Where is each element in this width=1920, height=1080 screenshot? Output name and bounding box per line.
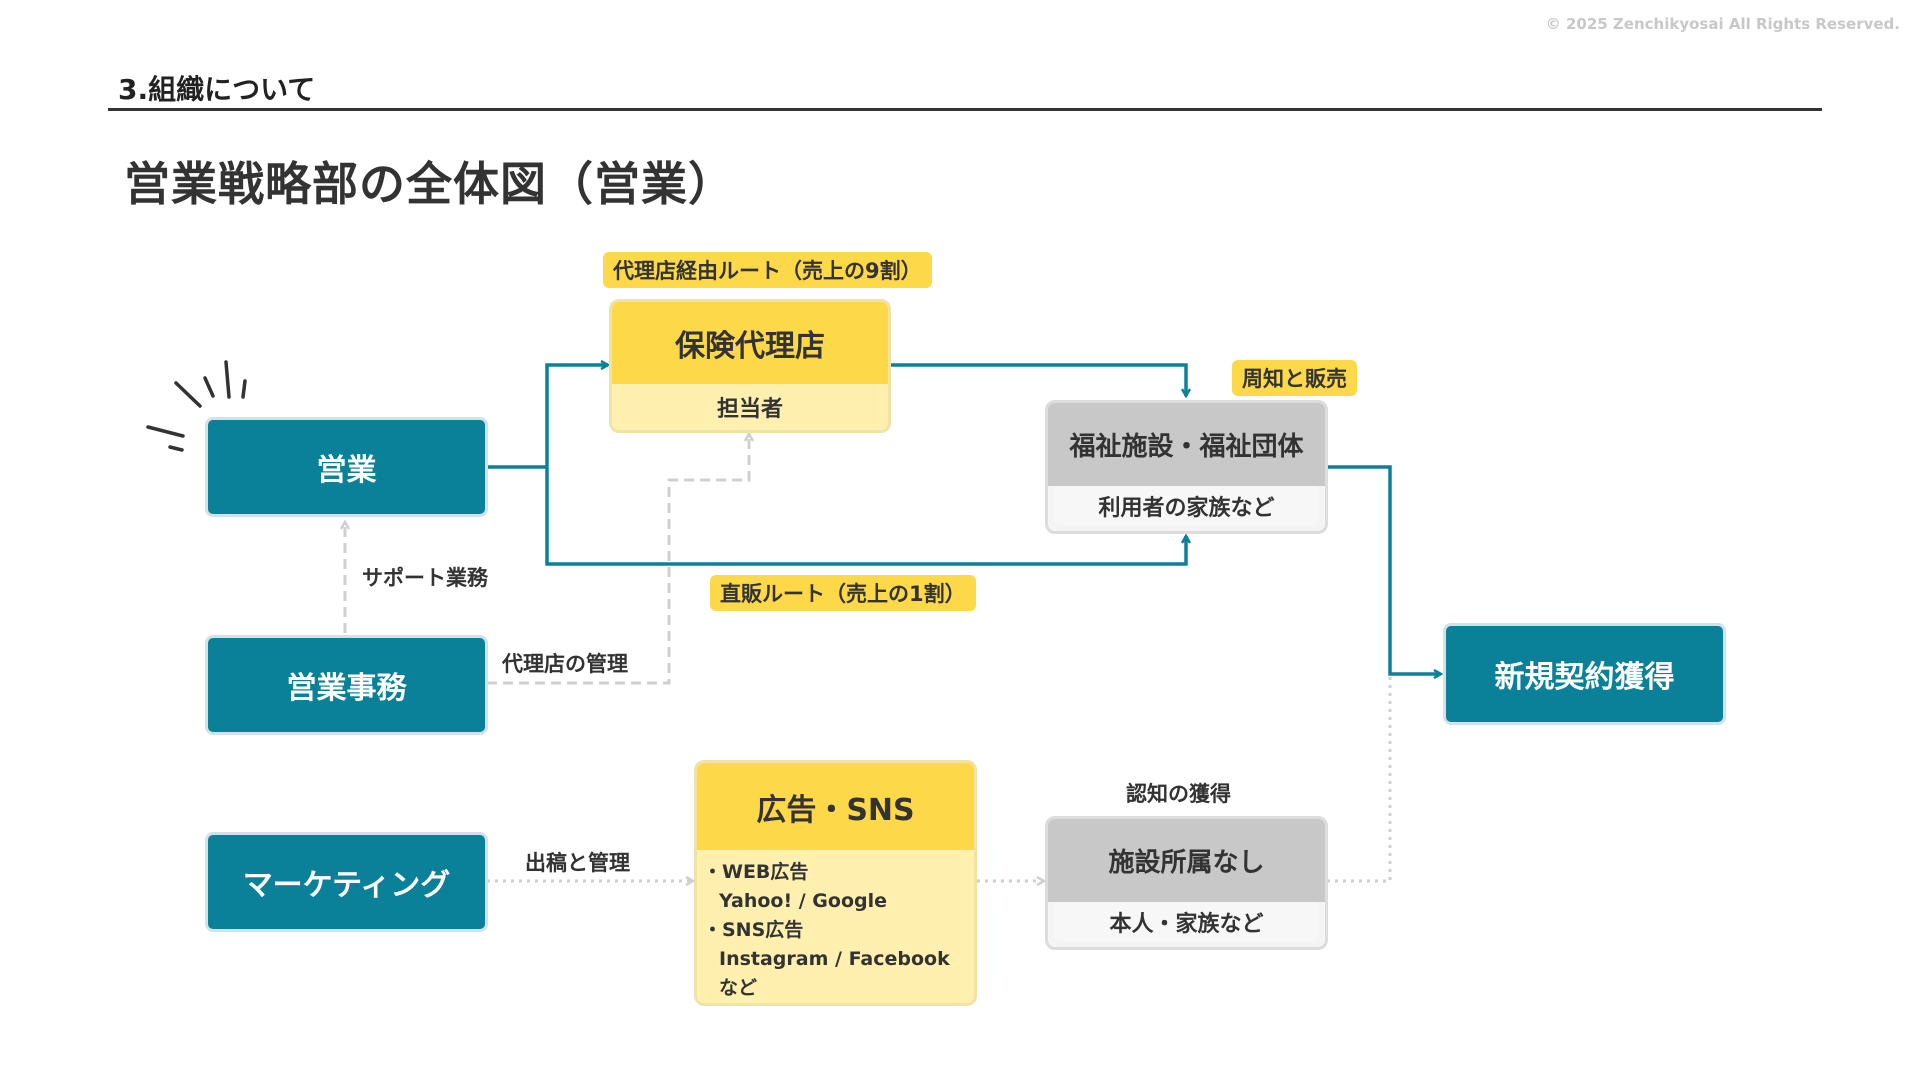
section-title: 3.組織について [118, 73, 316, 106]
node-new-contract: 新規契約獲得 [1443, 623, 1726, 725]
node-eigyo-jimu-label: 営業事務 [286, 671, 407, 706]
label-placement-mgmt: 出稿と管理 [525, 851, 630, 875]
node-welfare-sub: 利用者の家族など [1054, 486, 1319, 525]
label-agency-mgmt: 代理店の管理 [502, 652, 628, 676]
node-ads: 広告・SNS ・WEB広告 Yahoo! / Google ・SNS広告 Ins… [694, 760, 977, 1006]
node-welfare: 福祉施設・福祉団体 利用者の家族など [1045, 400, 1328, 534]
node-no-facility: 施設所属なし 本人・家族など [1045, 816, 1328, 950]
section-divider [108, 108, 1822, 111]
ads-list: ・WEB広告 Yahoo! / Google ・SNS広告 Instagram … [697, 850, 974, 1003]
burst-icon [146, 360, 247, 452]
ads-item-web: ・WEB広告 [703, 861, 809, 883]
ads-item-web-detail: Yahoo! / Google [719, 890, 888, 912]
connector-agency-to-welfare [890, 363, 1186, 396]
node-eigyo-jimu: 営業事務 [205, 635, 488, 735]
node-marketing-label: マーケティング [242, 868, 451, 903]
connector-no-facility-to-contract [1327, 674, 1392, 883]
label-promotion-sales: 周知と販売 [1232, 360, 1357, 396]
label-support: サポート業務 [362, 566, 488, 590]
node-ads-title: 広告・SNS [697, 763, 974, 850]
connector-to-agency [545, 365, 608, 467]
label-awareness: 認知の獲得 [1126, 782, 1231, 806]
node-agency-title: 保険代理店 [612, 302, 888, 384]
node-welfare-title: 福祉施設・福祉団体 [1048, 403, 1325, 486]
connector-welfare-to-contract [1327, 465, 1441, 674]
node-eigyo: 営業 [205, 417, 488, 517]
node-eigyo-label: 営業 [316, 453, 377, 488]
ads-item-sns: ・SNS広告 [703, 919, 804, 941]
node-agency-sub: 担当者 [612, 384, 888, 430]
label-agency-route: 代理店経由ルート（売上の9割） [603, 252, 932, 288]
node-no-facility-title: 施設所属なし [1048, 819, 1325, 902]
label-direct-route: 直販ルート（売上の1割） [710, 575, 976, 611]
page-title: 営業戦略部の全体図（営業） [124, 157, 735, 211]
node-marketing: マーケティング [205, 832, 488, 932]
ads-item-sns-detail: Instagram / Facebook など [719, 948, 950, 999]
copyright-text: © 2025 Zenchikyosai All Rights Reserved. [1545, 15, 1900, 33]
node-new-contract-label: 新規契約獲得 [1494, 660, 1675, 695]
connector-direct-route [545, 467, 1186, 566]
connector-agency-mgmt [487, 434, 749, 685]
node-no-facility-sub: 本人・家族など [1054, 902, 1319, 941]
node-agency: 保険代理店 担当者 [609, 299, 891, 433]
